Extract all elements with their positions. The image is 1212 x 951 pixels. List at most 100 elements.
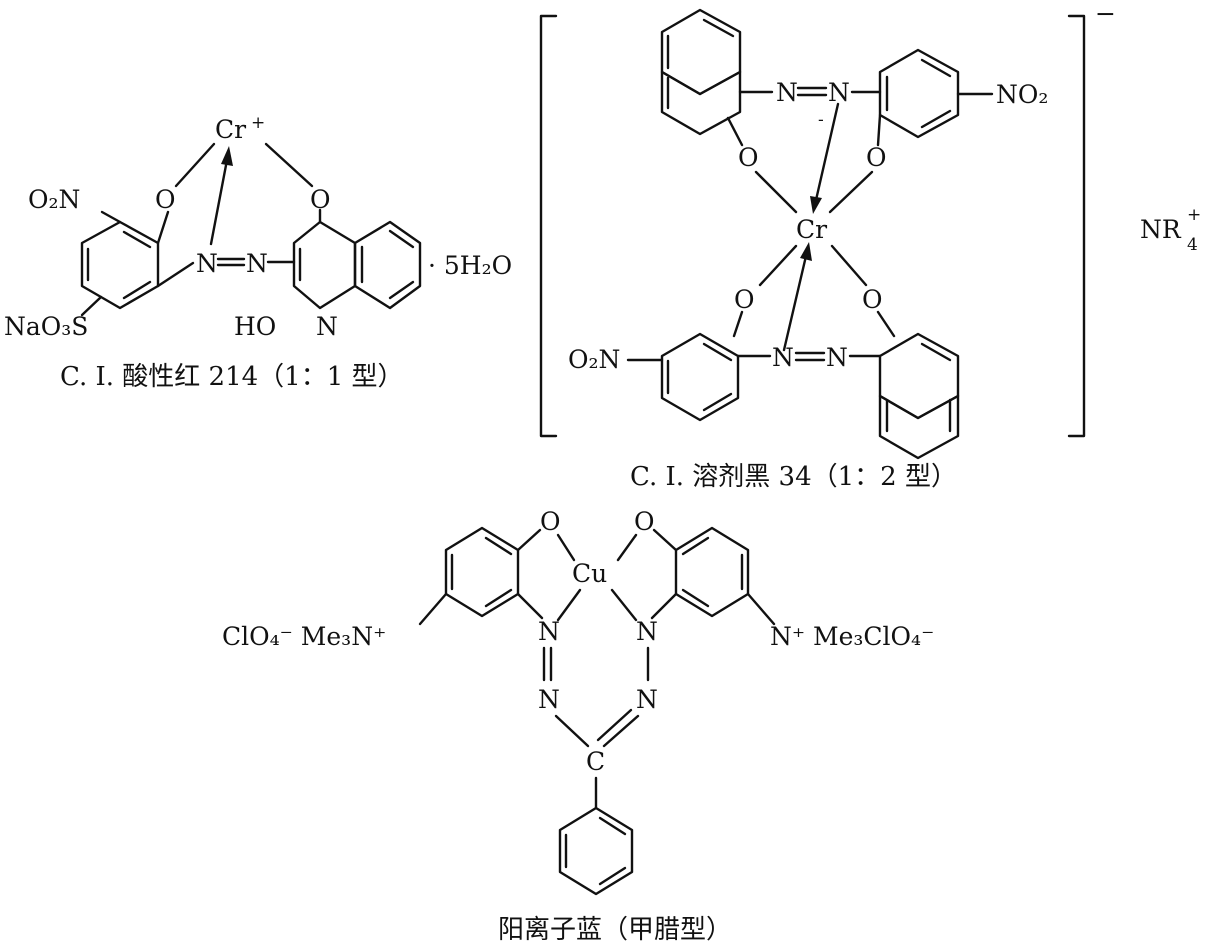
ho-label: HO [234, 312, 276, 341]
ring-double [388, 229, 415, 249]
arrowhead [800, 242, 812, 261]
n-3: N [538, 685, 560, 714]
bond [876, 113, 882, 147]
coord-arrow-n-cr [209, 158, 229, 246]
bond-cu-n [610, 588, 638, 622]
naphthalene-top-lower [660, 70, 742, 136]
ring-double [920, 342, 952, 362]
naO3s-label: NaO₃S [4, 312, 88, 341]
ring-n-label: N [316, 312, 338, 341]
azo-top-n2: N [828, 78, 850, 107]
ring-double [388, 280, 415, 300]
counterion-sup: + [1187, 205, 1201, 225]
bond-cr-o-left [174, 142, 216, 188]
bond-sulfo [80, 295, 103, 317]
ring-double [122, 230, 152, 249]
no2-top-label: NO₂ [996, 80, 1048, 109]
counterion-text: NR [1140, 215, 1182, 244]
bond-o-left [156, 210, 170, 245]
c-label: C [586, 747, 605, 776]
left-ammonium-label: ClO₄⁻ Me₃N⁺ [222, 622, 386, 651]
naphthalene-bottom-lower [878, 394, 960, 460]
benzene-top-right [878, 48, 960, 139]
bond [726, 116, 744, 147]
counterion-sub: 4 [1187, 235, 1198, 255]
bracket-left [539, 14, 558, 438]
bond-n-c [602, 714, 640, 748]
bond [516, 528, 542, 552]
bond-cr-o [758, 244, 798, 287]
ring-double [702, 18, 735, 38]
o-top-right: O [866, 143, 887, 172]
bond-no2 [100, 210, 122, 224]
acid-red-214-structure: Cr + O O O₂N NaO₃S N N [4, 113, 422, 392]
naphthalene-top-upper [660, 8, 742, 96]
bond [652, 528, 678, 552]
ring-double [920, 58, 952, 78]
ring-double [484, 588, 513, 608]
azo-bot-n1: N [772, 343, 794, 372]
right-ammonium-label: N⁺ Me₃ClO₄⁻ [770, 622, 934, 651]
cr-charge: + [251, 113, 265, 133]
cr-label: Cr [215, 115, 246, 144]
azo-n2: N [246, 249, 268, 278]
azo-bot-n2: N [826, 343, 848, 372]
bracket-right [1067, 14, 1086, 438]
arrowhead [810, 196, 822, 214]
ring-double [598, 816, 627, 836]
azo-top-n1: N [776, 78, 798, 107]
no2-bottom-label: O₂N [568, 345, 620, 374]
cationic-blue-structure: O O Cu ClO₄⁻ Me₃N⁺ N⁺ Me₃ClO₄⁻ N N N N [222, 507, 934, 945]
o-left-label: O [155, 185, 176, 214]
benzo-ring [353, 220, 422, 310]
benzene-cu-right [674, 526, 750, 618]
ring-double [920, 109, 952, 129]
benzene-ring-left [80, 220, 160, 310]
bond [732, 310, 744, 338]
bond-cu-n [556, 588, 582, 622]
ring-double [702, 342, 733, 362]
bond [516, 592, 544, 620]
counterion-label: NR [1140, 215, 1182, 244]
azo-n1: N [196, 249, 218, 278]
solvent-black-34-structure: − N N NO₂ - O O Cr [539, 0, 1201, 492]
benzene-bottom-left [660, 332, 740, 422]
o-right-cu: O [634, 507, 655, 536]
bond-o-cr [754, 170, 798, 214]
bond-o-cu [556, 533, 576, 562]
heterocycle-ring [292, 220, 357, 310]
o2n-label: O₂N [28, 185, 80, 214]
caption-solvent-black-34: C. I. 溶剂黑 34（1：2 型） [630, 462, 957, 492]
n-1: N [538, 617, 560, 646]
coord-arrow-bottom [782, 254, 808, 352]
ring-double [484, 536, 513, 556]
ring-double [122, 280, 152, 300]
naphthalene-bottom-upper [878, 332, 960, 420]
bond [746, 592, 776, 626]
hydrate-label: · 5H₂O [428, 251, 512, 280]
bond-o-cu [616, 533, 638, 562]
bond-o-cr [828, 170, 874, 214]
arrowhead [221, 146, 233, 166]
dot-mark: - [818, 110, 824, 130]
caption-cationic-blue: 阳离子蓝（甲腊型） [498, 915, 732, 945]
ring-double [702, 392, 733, 412]
ring-double [681, 588, 710, 608]
bond [650, 592, 678, 620]
n-4: N [636, 685, 658, 714]
o-top-left: O [738, 143, 759, 172]
o-right-label: O [310, 185, 331, 214]
o-bottom-right: O [862, 285, 883, 314]
ring-double [681, 536, 710, 556]
ring-double [598, 866, 627, 886]
phenyl-ring [558, 806, 634, 896]
o-left-cu: O [540, 507, 561, 536]
n-2: N [636, 617, 658, 646]
o-bottom-left: O [734, 285, 755, 314]
bond-azo [156, 261, 195, 288]
bond-n-c [554, 714, 590, 748]
bond [876, 310, 896, 338]
cr-center-label: Cr [796, 215, 827, 244]
coord-arrow-top [814, 102, 840, 202]
